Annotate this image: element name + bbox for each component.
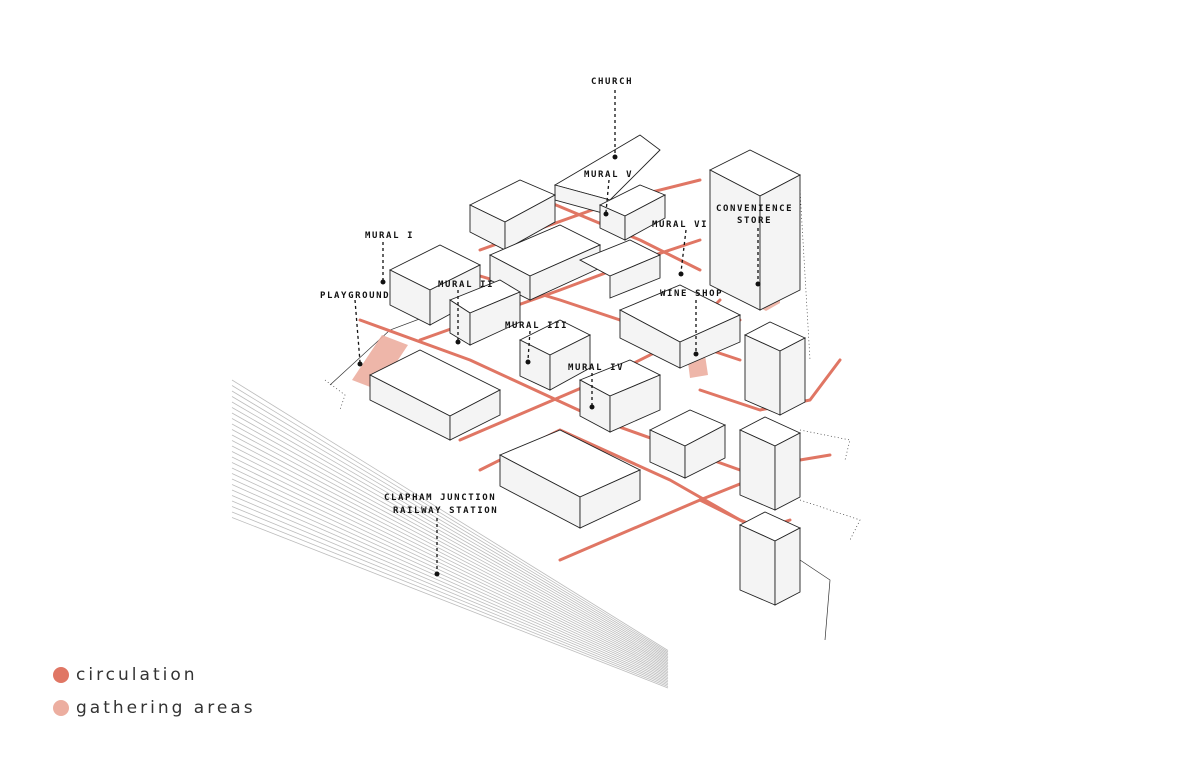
label-mural-iv: MURAL IV [568,363,624,373]
rail-line [231,401,669,657]
legend-label-gathering: gathering areas [76,698,256,718]
railway-tracks [231,379,669,689]
rail-line [231,418,669,662]
rail-line [231,462,669,674]
rail-line [231,423,669,663]
legend-swatch-circulation [53,667,69,683]
label-wine-shop: WINE SHOP [660,289,723,299]
rail-line [231,506,669,686]
legend: circulation gathering areas [53,665,256,718]
rail-line [231,412,669,660]
rail-line [231,500,669,684]
rail-line [231,445,669,669]
label-mural-i: MURAL I [365,231,414,241]
rail-line [231,473,669,677]
label-convenience-line1: CONVENIENCE [716,204,793,214]
label-playground: PLAYGROUND [320,291,390,301]
rail-line [231,478,669,678]
gathering-area-playground [352,335,408,390]
road-top-diagonal [518,188,702,272]
rail-line [231,484,669,680]
label-mural-v: MURAL V [584,170,633,180]
rail-line [231,495,669,683]
rail-line [231,390,669,654]
rail-line [231,517,669,689]
legend-swatch-gathering [53,700,69,716]
rail-line [231,434,669,666]
rail-line [231,385,669,653]
label-clapham-line1: CLAPHAM JUNCTION [384,493,496,503]
rail-line [231,429,669,665]
label-mural-vi: MURAL VI [652,220,708,230]
rail-line [231,451,669,671]
label-mural-ii: MURAL II [438,280,494,290]
rail-line [231,407,669,659]
rail-line [231,467,669,675]
rail-line [231,379,669,651]
rail-line [231,511,669,687]
place-labels: CHURCH MURAL V MURAL VI CONVENIENCE STOR… [320,77,793,516]
label-convenience-line2: STORE [737,216,772,226]
rail-line [231,456,669,672]
label-church: CHURCH [591,77,633,87]
legend-label-circulation: circulation [76,665,198,685]
rail-line [231,489,669,681]
buildings [369,134,807,606]
label-clapham-line2: RAILWAY STATION [393,506,498,516]
rail-line [231,440,669,668]
rail-line [231,396,669,656]
label-mural-iii: MURAL III [505,321,568,331]
leader-lines [354,90,761,577]
